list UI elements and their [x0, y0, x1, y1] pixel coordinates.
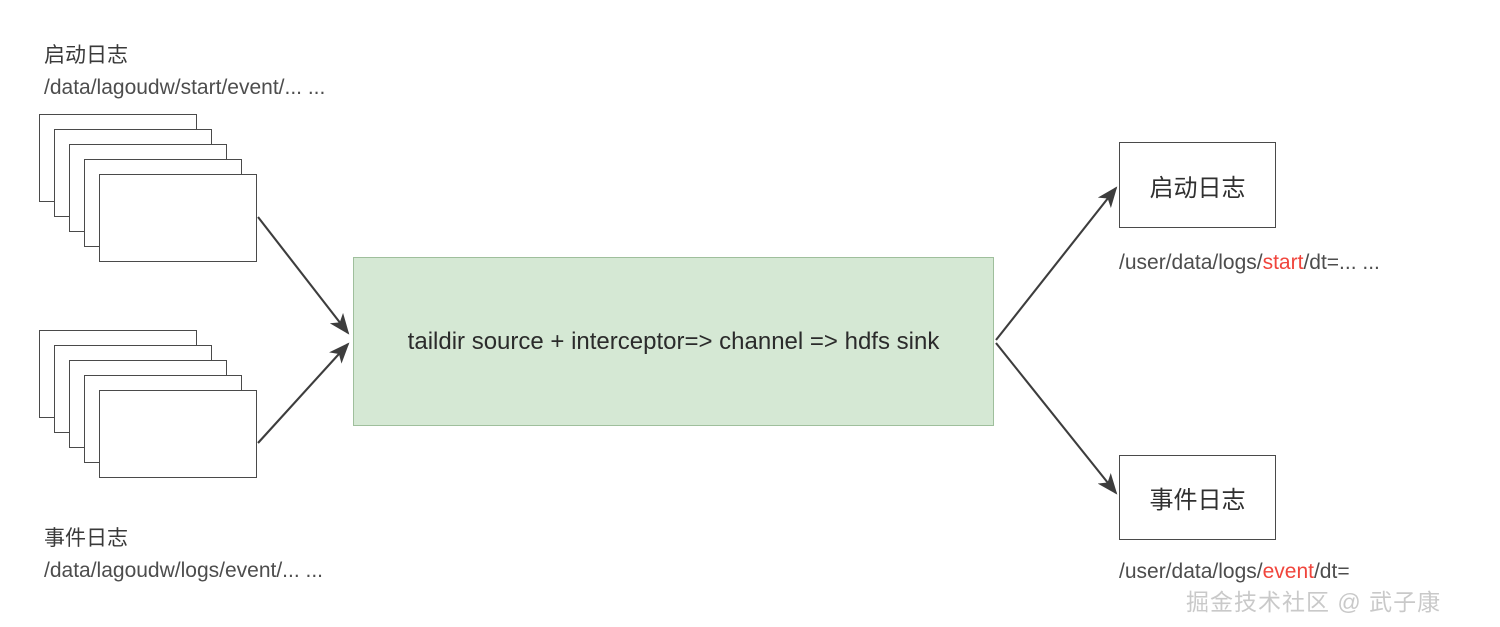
start-log-output-path-suffix: /dt=... ... — [1303, 251, 1380, 274]
file-sheet — [99, 390, 257, 478]
flume-process-box: taildir source + interceptor=> channel =… — [353, 257, 994, 426]
start-log-output-path: /user/data/logs/start/dt=... ... — [1119, 248, 1380, 278]
event-log-output-path-suffix: /dt= — [1313, 560, 1350, 583]
event-log-file-stack — [39, 330, 269, 485]
file-sheet — [99, 174, 257, 262]
arrow-process-to-event-output — [995, 342, 1118, 495]
start-log-output-box: 启动日志 — [1119, 142, 1276, 228]
start-log-output-path-prefix: /user/data/logs/ — [1119, 251, 1263, 274]
start-log-source-title: 启动日志 — [44, 44, 128, 67]
start-log-file-stack — [39, 114, 269, 269]
start-log-source-path: /data/lagoudw/start/event/... ... — [44, 76, 326, 99]
event-log-output-path: /user/data/logs/event/dt= — [1119, 557, 1350, 587]
start-log-output-path-highlight: start — [1262, 251, 1304, 274]
arrow-event-source-to-process — [257, 342, 350, 444]
event-log-source-label-group: 事件日志 /data/lagoudw/logs/event/... ... — [44, 523, 323, 587]
event-log-output-label: 事件日志 — [1149, 487, 1246, 514]
arrow-process-to-start-output — [995, 186, 1118, 341]
arrow-start-source-to-process — [257, 216, 350, 335]
event-log-output-box: 事件日志 — [1119, 455, 1276, 540]
event-log-output-path-highlight: event — [1262, 560, 1314, 583]
flume-process-label: taildir source + interceptor=> channel =… — [407, 327, 940, 355]
event-log-output-path-prefix: /user/data/logs/ — [1119, 560, 1263, 583]
event-log-source-path: /data/lagoudw/logs/event/... ... — [44, 559, 324, 582]
event-log-source-title: 事件日志 — [44, 527, 128, 550]
watermark-text: 掘金技术社区 @ 武子康 — [1186, 589, 1442, 615]
start-log-source-label-group: 启动日志 /data/lagoudw/start/event/... ... — [44, 40, 325, 104]
start-log-output-label: 启动日志 — [1149, 174, 1246, 202]
